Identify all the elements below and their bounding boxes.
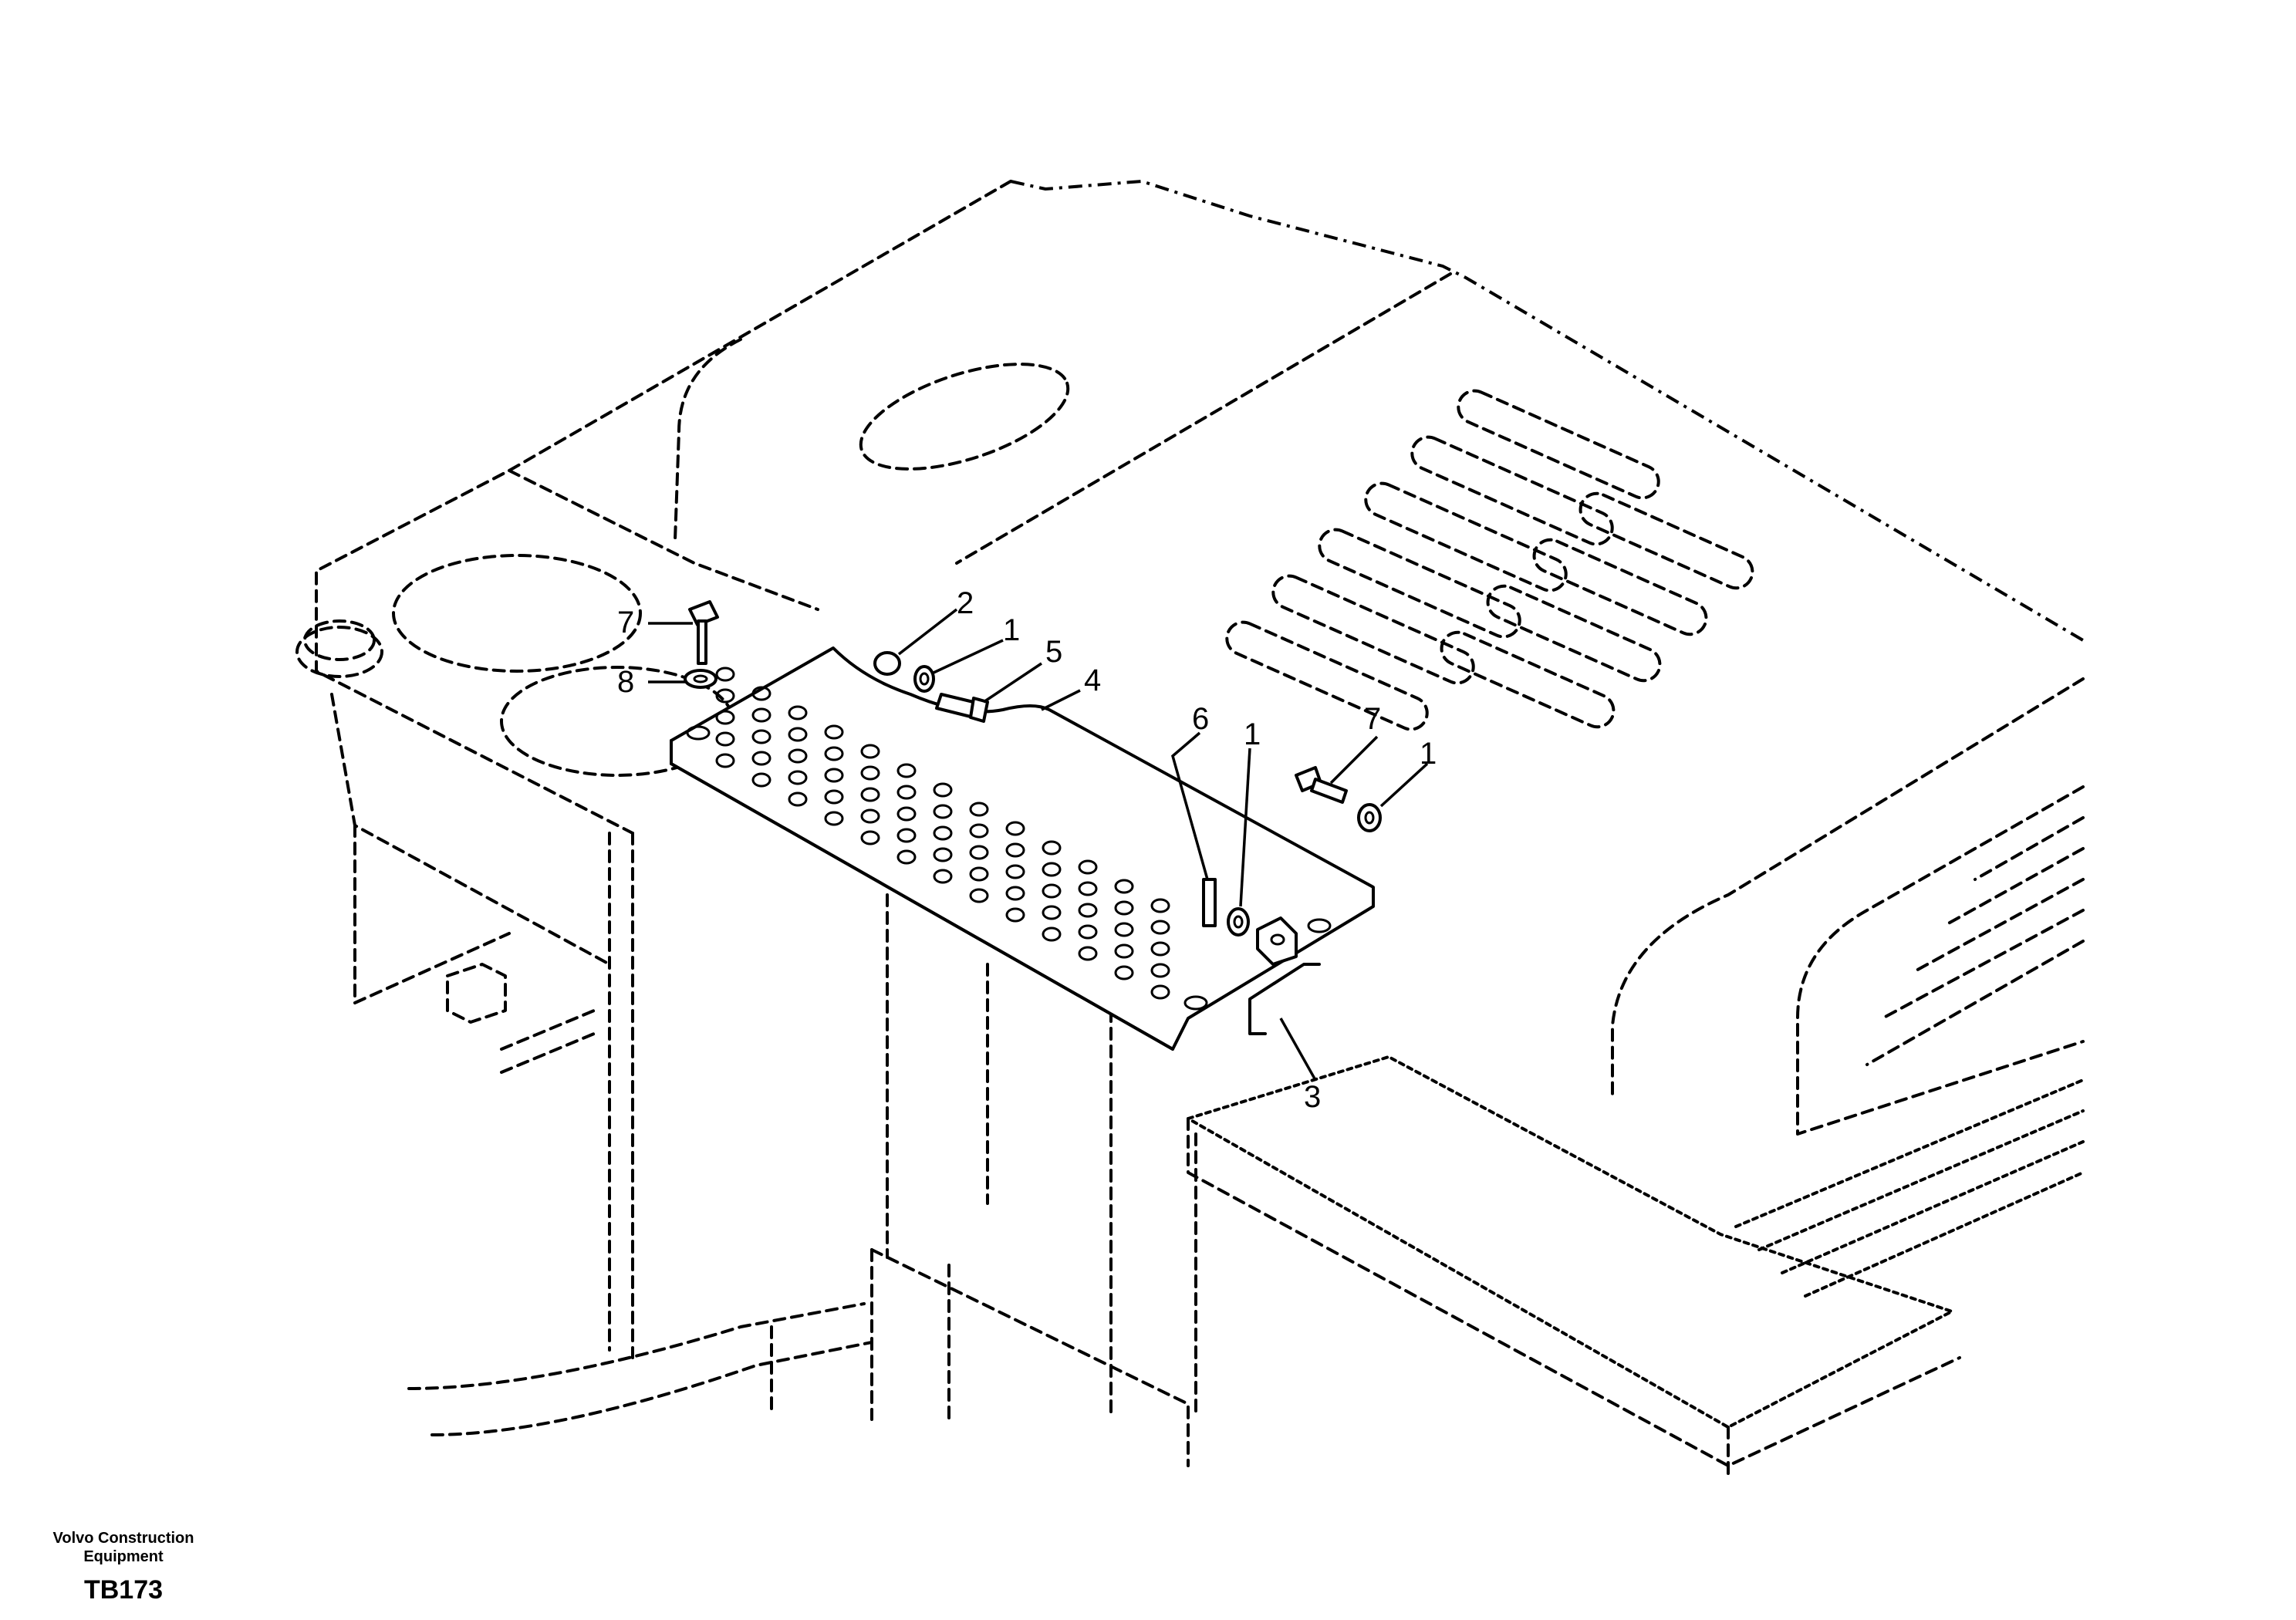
perforation-hole (824, 724, 844, 740)
callout-1-mid: 1 (1244, 717, 1261, 751)
bolt-7-right (1295, 766, 1348, 804)
callout-7-right: 7 (1364, 702, 1381, 736)
drawing-footer: Volvo Construction Equipment TB173 (31, 1529, 216, 1605)
perforation-hole (1078, 924, 1098, 940)
perforation-hole (788, 770, 808, 785)
callout-1-right: 1 (1420, 737, 1437, 771)
perforation-hole (1114, 943, 1134, 959)
washer-8 (684, 669, 718, 689)
perforation-hole (969, 845, 989, 860)
perforation-hole (824, 768, 844, 783)
callout-labels: 7 8 2 1 5 4 6 1 7 1 3 (617, 586, 1437, 1114)
perforation-hole (1005, 842, 1025, 858)
plate-perforations (715, 667, 1170, 1000)
perforation-hole (1150, 920, 1170, 935)
perforation-hole (1005, 864, 1025, 879)
perforation-hole (1078, 946, 1098, 961)
perforation-hole (1150, 898, 1170, 913)
perforation-hole (933, 804, 953, 819)
perforation-hole (824, 746, 844, 761)
perforation-hole (788, 705, 808, 721)
bracket-tab (1256, 916, 1298, 966)
manufacturer-label: Volvo Construction Equipment (52, 1530, 194, 1565)
perforation-hole (860, 744, 880, 759)
perforation-hole (715, 667, 735, 682)
perforation-hole (969, 823, 989, 839)
perforation-hole (896, 828, 917, 843)
perforation-hole (1005, 886, 1025, 901)
perforation-hole (896, 763, 917, 778)
washer-1-top (913, 665, 935, 693)
perforation-hole (1042, 840, 1062, 856)
perforation-hole (788, 791, 808, 807)
callout-6: 6 (1192, 702, 1209, 736)
perforation-hole (824, 789, 844, 805)
rod-3 (1248, 963, 1321, 1035)
perforation-hole (751, 729, 772, 744)
washer-1-right (1357, 803, 1382, 832)
perforation-hole (1114, 922, 1134, 937)
perforation-hole (751, 686, 772, 701)
callout-3: 3 (1304, 1080, 1321, 1114)
leader-lines (648, 608, 1429, 1081)
spacer-2 (873, 651, 901, 676)
perforation-hole (715, 688, 735, 704)
callout-8: 8 (617, 665, 634, 699)
bolt-5 (935, 693, 989, 723)
perforation-hole (751, 707, 772, 723)
perforation-hole (1078, 859, 1098, 875)
callout-5: 5 (1045, 635, 1062, 669)
perforation-hole (1150, 984, 1170, 1000)
callout-2: 2 (957, 586, 974, 620)
perforation-hole (860, 808, 880, 824)
perforation-hole (860, 830, 880, 845)
pin-6 (1202, 878, 1217, 927)
perforation-hole (933, 825, 953, 841)
perforation-hole (1078, 881, 1098, 896)
perforation-hole (788, 727, 808, 742)
perforation-hole (1042, 926, 1062, 942)
callout-1-top: 1 (1003, 613, 1020, 647)
perforation-hole (1042, 883, 1062, 899)
perforation-hole (896, 849, 917, 865)
perforation-hole (751, 751, 772, 766)
perforation-hole (715, 731, 735, 747)
perforation-hole (860, 787, 880, 802)
perforation-hole (1078, 903, 1098, 918)
perforation-hole (933, 847, 953, 862)
perforation-hole (1042, 862, 1062, 877)
callout-4: 4 (1084, 663, 1101, 697)
callout-7-left: 7 (617, 606, 634, 640)
perforation-hole (1150, 941, 1170, 957)
perforation-hole (715, 710, 735, 725)
perforation-hole (969, 866, 989, 882)
perforation-hole (715, 753, 735, 768)
washer-1-lower (1227, 907, 1250, 937)
perforation-hole (860, 765, 880, 781)
perforation-hole (896, 785, 917, 800)
perforation-hole (969, 802, 989, 817)
perforation-hole (1005, 821, 1025, 836)
perforation-hole (1114, 965, 1134, 980)
perforation-hole (969, 888, 989, 903)
drawing-code: TB173 (83, 1575, 164, 1605)
perforation-hole (1114, 879, 1134, 894)
perforation-hole (933, 782, 953, 798)
perforation-hole (1114, 900, 1134, 916)
perforation-hole (788, 748, 808, 764)
perforation-hole (896, 806, 917, 822)
perforation-hole (1005, 907, 1025, 923)
perforation-hole (751, 772, 772, 788)
bolt-7-left (688, 600, 719, 665)
perforation-hole (933, 869, 953, 884)
perforation-hole (824, 811, 844, 826)
perforation-hole (1150, 963, 1170, 978)
perforation-hole (1042, 905, 1062, 920)
